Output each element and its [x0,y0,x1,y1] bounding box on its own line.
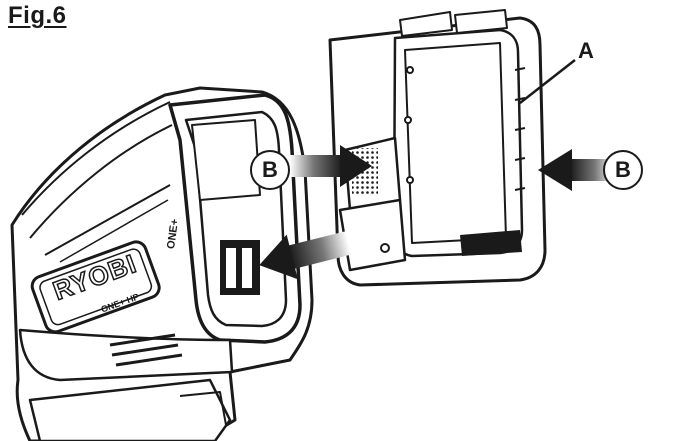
figure-title: Fig.6 [8,2,67,29]
arrow-insert [259,231,352,280]
leader-line-a [519,59,576,104]
callout-b-right-badge: B [603,150,643,190]
callout-a-label: A [578,38,594,63]
callout-b-left-badge: B [250,150,290,190]
arrow-b-left [290,145,372,187]
battery-pack [328,9,547,287]
logo-plate [30,240,161,334]
